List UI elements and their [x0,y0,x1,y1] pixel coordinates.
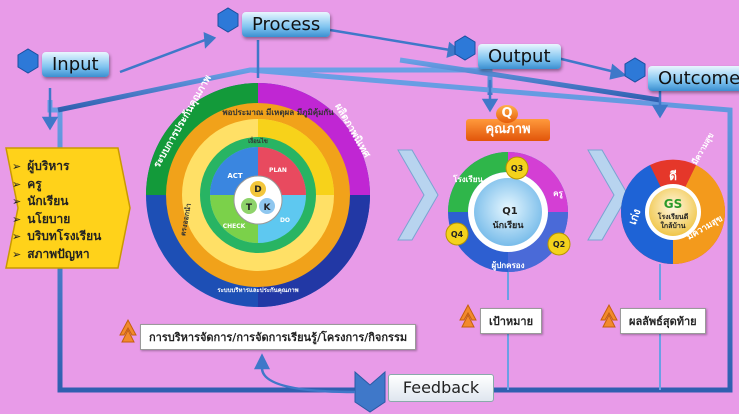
check-arrow-icon: ➢ [12,195,22,208]
process-core-t: T [246,203,253,213]
outcome-caption: ผลลัพธ์สุดท้าย [620,308,706,334]
output-q-tag: Q [496,105,518,123]
outcome-center-1: โรงเรียนดี [657,212,689,221]
feedback-curve [253,353,356,394]
process-wheel [146,83,370,307]
feedback-arrow [354,370,386,413]
output-ring-text: Q1 นักเรียน Q2 Q3 Q4 โรงเรียน ครู ผู้ปกค… [451,164,565,271]
process-inner-top: เงื่อนไข [248,136,268,145]
process-outer-bottom: ระบบบริหารและประกันคุณภาพ [217,286,298,294]
stage-label-outcome: Outcome [648,66,739,91]
stage-arrows [41,28,669,131]
outcome-seg-top: ดี [669,169,677,183]
output-caption: เป้าหมาย [480,308,543,334]
process-caption: การบริหารจัดการ/การจัดการเรียนรู้/โครงกา… [140,324,417,350]
chevron-icon-process [119,318,137,336]
stage-label-output: Output [478,44,561,69]
output-ring-bottom: ผู้ปกครอง [492,260,525,271]
check-arrow-icon: ➢ [12,160,22,173]
output-quality-title: คุณภาพ [466,119,550,141]
process-cycle-check: CHECK [223,223,246,230]
input-item: ➢สภาพปัญหา [12,246,90,261]
caption-chevrons [119,303,618,343]
outcome-seg-left: เก่ง [626,207,644,226]
outcome-center-2: ใกล้บ้าน [660,221,685,230]
outcome-tag-top: มีความสุข [689,131,716,167]
check-arrow-icon: ➢ [12,177,22,191]
outcome-ring [620,159,726,264]
hex-icon-outcome [624,57,646,83]
chevron-icon-outcome [600,303,618,321]
process-core-k: K [264,203,272,213]
input-item: ➢ครู [12,176,42,191]
caption-connectors [507,264,661,390]
input-list: ➢ผู้บริหาร ➢ครู ➢นักเรียน ➢นโยบาย ➢บริบท… [6,150,118,268]
output-center-text: นักเรียน [493,220,525,231]
output-ring-right: ครู [553,189,563,199]
outcome-gs: GS [664,197,683,211]
output-q4: Q4 [451,230,464,239]
output-ring-top-left: โรงเรียน [452,174,483,184]
flow-chevrons [397,149,629,241]
hex-icon-input [17,48,39,74]
check-arrow-icon: ➢ [12,247,22,261]
input-item: ➢บริบทโรงเรียน [12,229,102,243]
output-q1: Q1 [502,206,518,217]
frame-diagonal [399,57,661,103]
check-arrow-icon: ➢ [12,212,22,226]
input-item: ➢ผู้บริหาร [12,159,70,173]
input-item: ➢นักเรียน [12,194,69,208]
process-cycle-plan: PLAN [269,167,287,174]
stage-hex-icons [17,7,646,83]
input-item: ➢นโยบาย [12,211,71,226]
hex-icon-process [217,7,239,33]
check-arrow-icon: ➢ [12,230,22,243]
output-q2: Q2 [553,240,565,249]
process-core-d: D [254,185,261,195]
output-q3: Q3 [511,164,523,173]
input-box [5,147,131,269]
process-middle-top: พอประมาณ มีเหตุผล มีภูมิคุ้มกัน [222,107,334,118]
process-cycle-act: ACT [227,172,243,180]
feedback-label: Feedback [388,374,494,402]
stage-label-input: Input [42,52,109,77]
stage-label-process: Process [242,12,331,37]
chevron-icon-output [459,303,477,321]
output-ring [445,152,571,272]
process-cycle-do: DO [280,217,290,224]
hex-icon-output [454,35,476,61]
